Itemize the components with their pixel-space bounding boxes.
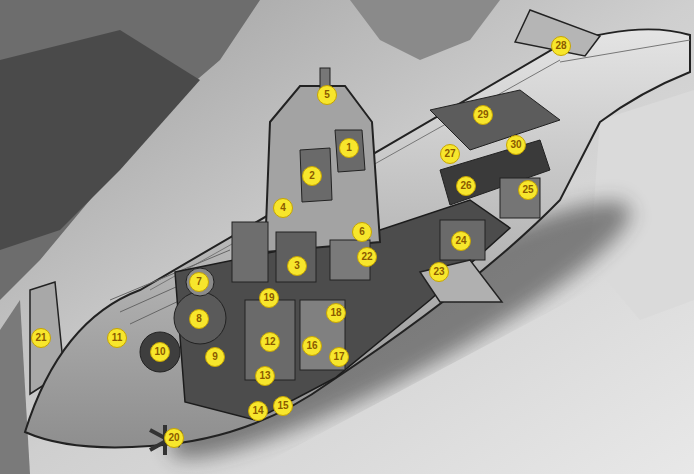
conning-tower [265,86,380,252]
rock [350,0,500,60]
callout-number: 15 [273,396,293,416]
diving-plane [420,260,502,302]
compartment [232,222,268,282]
callout-number: 27 [440,144,460,164]
compartment [276,232,316,282]
callout-number: 10 [150,342,170,362]
reactor-top [186,268,214,296]
tower-window [300,148,332,202]
callout-number: 9 [205,347,225,367]
rock [0,300,30,474]
callout-number: 18 [326,303,346,323]
callout-number: 29 [473,105,493,125]
callout-number: 8 [189,309,209,329]
tube [440,140,550,205]
callout-number: 17 [329,347,349,367]
callout-number: 13 [255,366,275,386]
callout-number: 2 [302,166,322,186]
bow-fin [515,10,600,56]
engine [140,332,180,372]
compartment [440,220,485,260]
callout-number: 5 [317,85,337,105]
callout-number: 4 [273,198,293,218]
callout-number: 28 [551,36,571,56]
callout-number: 3 [287,256,307,276]
callout-number: 23 [429,262,449,282]
callout-number: 30 [506,135,526,155]
rock [0,30,200,250]
callout-number: 25 [518,180,538,200]
callout-number: 26 [456,176,476,196]
callout-number: 24 [451,231,471,251]
callout-number: 16 [302,336,322,356]
callout-number: 22 [357,247,377,267]
callout-number: 14 [248,401,268,421]
tower-window [335,130,365,172]
callout-number: 20 [164,428,184,448]
callout-number: 11 [107,328,127,348]
callout-number: 7 [189,272,209,292]
compartment [500,178,540,218]
callout-number: 6 [352,222,372,242]
callout-number: 21 [31,328,51,348]
callout-number: 1 [339,138,359,158]
reactor [174,292,226,344]
callout-number: 12 [260,332,280,352]
callout-number: 19 [259,288,279,308]
hull [25,29,690,447]
